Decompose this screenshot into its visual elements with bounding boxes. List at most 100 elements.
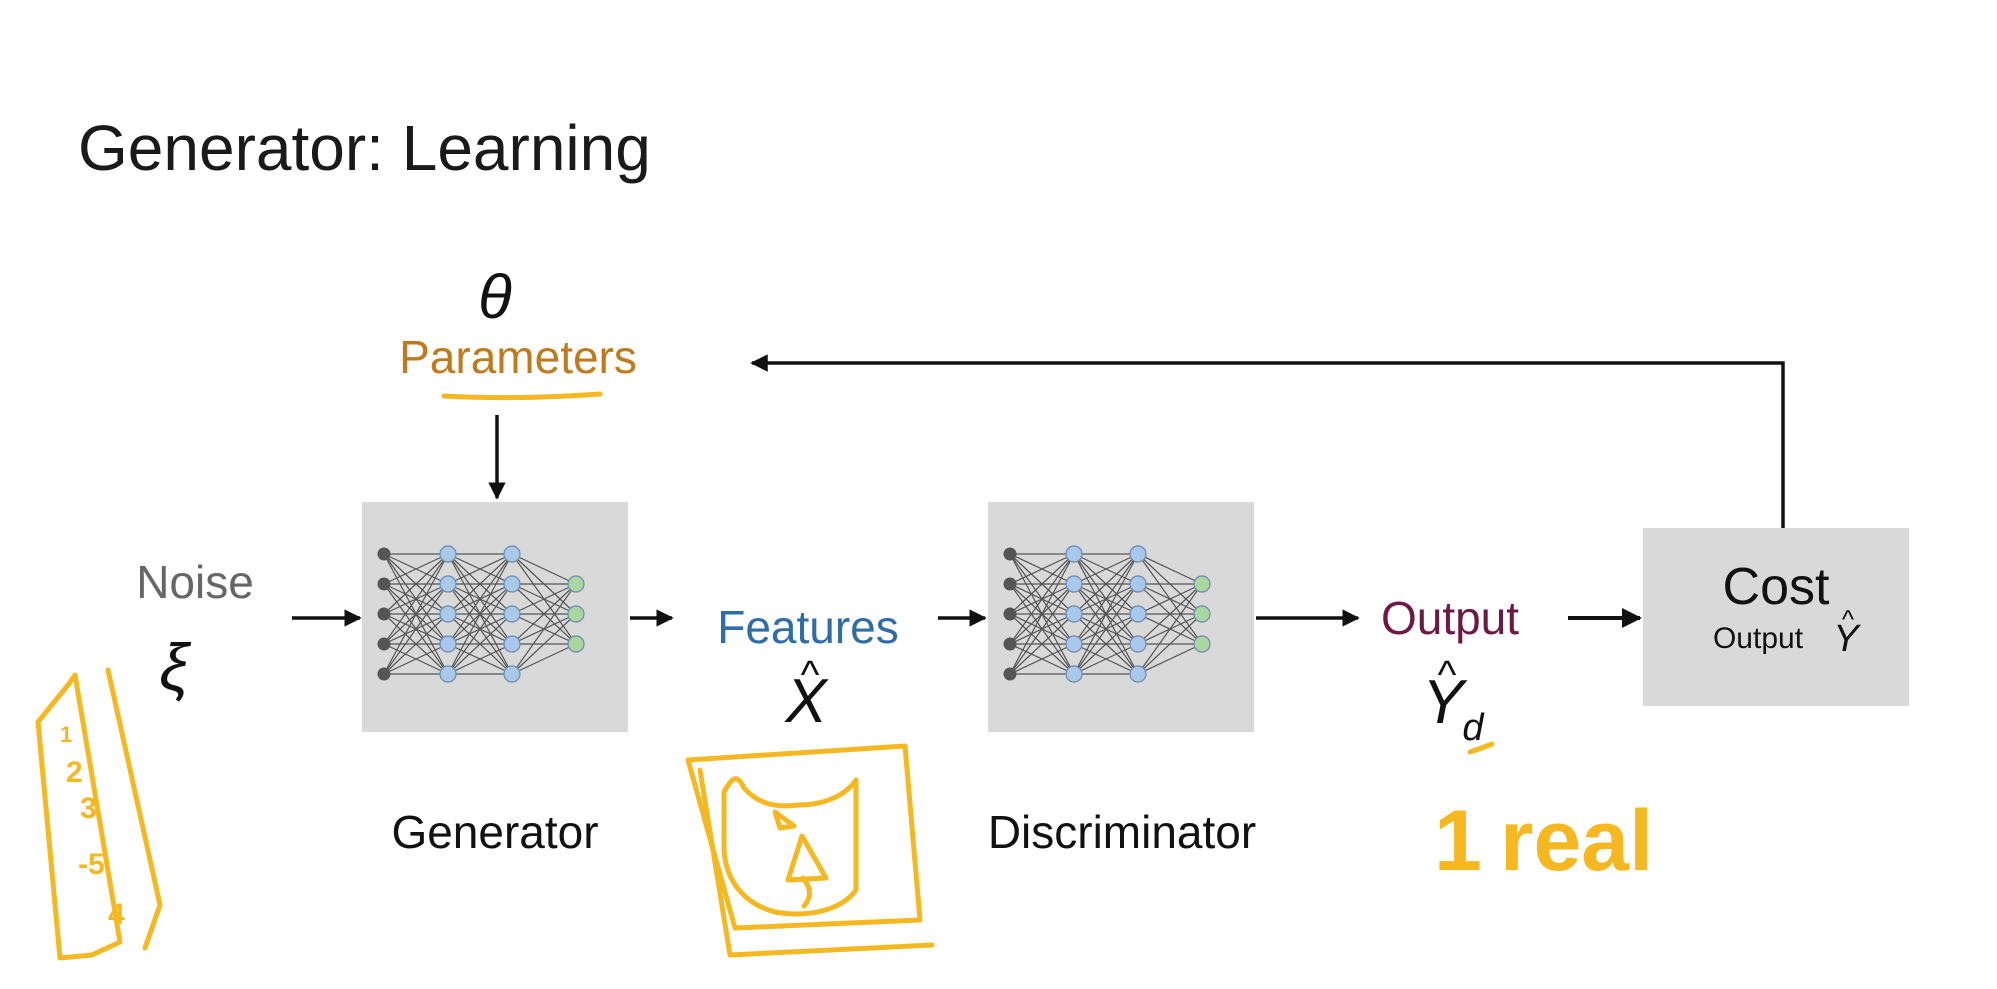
output-real-word: real (1500, 793, 1653, 889)
noise-vector-value: -5 (78, 848, 105, 881)
noise-vector-annotation: 1 2 3 -5 4 (35, 667, 163, 961)
neural-net-edge (1009, 553, 1075, 615)
neural-net-node (1065, 575, 1083, 593)
neural-net-node (1193, 635, 1211, 653)
discriminator-network (988, 502, 1254, 732)
neural-net-edge (383, 553, 449, 585)
neural-net-node (439, 575, 457, 593)
cost-box (1643, 528, 1909, 706)
neural-net-node (1003, 667, 1017, 681)
neural-net-node (1065, 605, 1083, 623)
neural-net-node (377, 607, 391, 621)
neural-net-node (377, 637, 391, 651)
neural-net-node (1193, 575, 1211, 593)
neural-net-node (1003, 547, 1017, 561)
neural-net-node (567, 575, 585, 593)
neural-net-edge (511, 613, 577, 675)
parameters-underline (441, 391, 603, 401)
neural-net-node (503, 545, 521, 563)
output-label: Output (1381, 592, 1519, 644)
feedback-arrow (750, 354, 1785, 528)
noise-vector-value: 3 (80, 792, 97, 825)
neural-net-edge (383, 583, 449, 675)
neural-net-edge (1137, 583, 1203, 615)
neural-net-edge (1073, 553, 1139, 615)
neural-net-edge (1073, 643, 1139, 675)
output-subscript: d (1462, 707, 1485, 749)
neural-net-edge (447, 643, 513, 675)
neural-net-node (377, 547, 391, 561)
parameters-label: Parameters (399, 331, 637, 383)
neural-net-node (377, 577, 391, 591)
features-label: Features (717, 601, 899, 653)
neural-net-edge (447, 583, 513, 675)
neural-net-node (567, 635, 585, 653)
neural-net-node (503, 665, 521, 683)
noise-vector-value: 1 (60, 722, 72, 747)
cost-output-label: Output (1713, 622, 1804, 655)
neural-net-edge (511, 583, 577, 645)
neural-net-node (439, 635, 457, 653)
neural-net-edge (383, 643, 449, 675)
output-underline (1467, 741, 1495, 755)
neural-net-node (503, 605, 521, 623)
output-hat: ^ (1438, 653, 1457, 697)
discriminator-label: Discriminator (988, 806, 1256, 858)
neural-net-edge (1137, 553, 1203, 585)
cost-title: Cost (1723, 558, 1830, 616)
noise-symbol: ξ (159, 630, 191, 704)
neural-net-node (439, 545, 457, 563)
theta-symbol: θ (478, 263, 512, 332)
neural-net-node (503, 635, 521, 653)
neural-net-node (1193, 605, 1211, 623)
neural-net-node (1129, 575, 1147, 593)
neural-net-node (1003, 607, 1017, 621)
neural-net-edge (383, 553, 449, 615)
slide-title: Generator: Learning (78, 112, 651, 184)
neural-net-edge (511, 583, 577, 675)
neural-net-node (503, 575, 521, 593)
neural-net-edge (447, 553, 513, 645)
neural-net-node (1129, 665, 1147, 683)
cost-output-hat: ^ (1842, 604, 1855, 634)
neural-net-node (1129, 635, 1147, 653)
neural-net-edge (447, 553, 513, 615)
neural-net-edge (383, 613, 449, 675)
cost-output-symbol: Y (1833, 618, 1861, 660)
neural-net-edge (1009, 553, 1075, 675)
neural-net-edge (383, 553, 449, 675)
neural-net-node (1065, 545, 1083, 563)
neural-net-edge (1137, 643, 1203, 675)
generator-network (362, 502, 628, 732)
neural-net-edge (1009, 613, 1075, 675)
neural-net-node (439, 605, 457, 623)
neural-net-node (1003, 637, 1017, 651)
features-hat: ^ (801, 653, 820, 697)
generator-label: Generator (391, 806, 598, 858)
neural-net-edge (511, 643, 577, 675)
neural-net-edge (1073, 553, 1139, 675)
neural-net-edge (1009, 553, 1075, 585)
neural-net-edge (511, 583, 577, 615)
output-symbol: Y (1422, 668, 1468, 737)
neural-net-edge (1009, 643, 1075, 675)
neural-net-edge (1137, 583, 1203, 675)
output-real-annotation: 1 real (1434, 793, 1653, 889)
neural-net-edge (447, 553, 513, 585)
neural-net-node (567, 605, 585, 623)
neural-net-edge (1073, 553, 1139, 645)
output-real-digit: 1 (1434, 793, 1482, 889)
neural-net-edge (1137, 613, 1203, 675)
neural-net-edge (1009, 553, 1075, 645)
neural-net-edge (1137, 583, 1203, 645)
neural-net-node (1129, 605, 1147, 623)
neural-net-node (1065, 635, 1083, 653)
noise-label: Noise (136, 556, 254, 608)
neural-net-node (1065, 665, 1083, 683)
neural-net-edge (447, 613, 513, 675)
neural-net-node (1003, 577, 1017, 591)
neural-net-edge (511, 553, 577, 585)
neural-net-edge (383, 553, 449, 645)
cat-sketch-annotation (685, 743, 935, 958)
